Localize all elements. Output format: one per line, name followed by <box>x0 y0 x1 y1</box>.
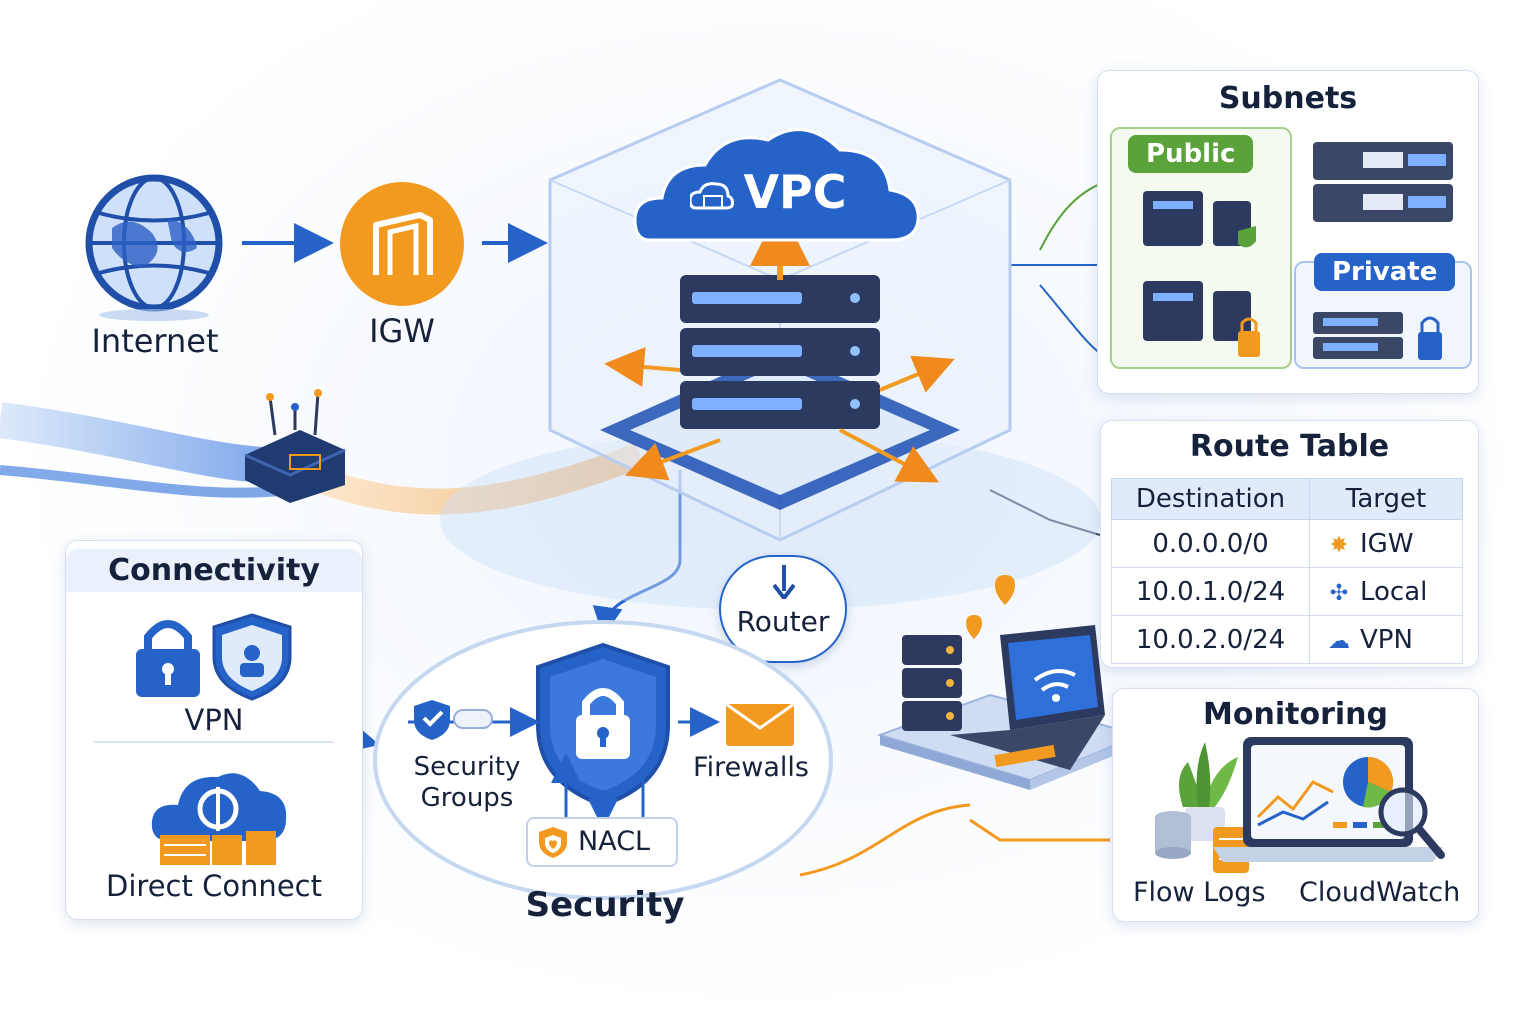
subnets-panel: Subnets Public Private <box>1097 70 1479 394</box>
vpn-lock-shield-icon <box>136 613 292 701</box>
route-destination: 0.0.0.0/0 <box>1111 519 1310 568</box>
route-destination: 10.0.1.0/24 <box>1111 567 1310 616</box>
orange-data-stream <box>315 442 645 515</box>
server-rack-icon <box>1313 142 1453 222</box>
vpc-server-stack <box>680 275 880 429</box>
nacl-label: NACL <box>578 826 651 857</box>
connectivity-title: Connectivity <box>66 549 362 592</box>
monitoring-illustration <box>1155 737 1445 873</box>
router-node[interactable]: Router <box>719 555 847 663</box>
direct-connect-icon <box>151 773 287 865</box>
private-server-icon <box>1313 312 1442 360</box>
route-destination: 10.0.2.0/24 <box>1111 615 1310 664</box>
monitoring-title: Monitoring <box>1203 697 1388 732</box>
orange-connector <box>799 803 971 877</box>
flow-logs-label: Flow Logs <box>1133 877 1266 908</box>
gateway-icon: ✸ <box>1329 532 1349 558</box>
internet-gateway-icon <box>340 182 464 306</box>
private-server-lock-icon <box>1143 281 1260 357</box>
divider <box>94 741 334 743</box>
column-target: Target <box>1309 478 1463 520</box>
cloud-server-icon <box>690 182 734 210</box>
cloudwatch-label: CloudWatch <box>1299 877 1461 908</box>
firewalls-label: Firewalls <box>693 752 809 783</box>
nacl-shield-icon <box>539 827 567 858</box>
table-row[interactable]: 10.0.2.0/24 ☁VPN <box>1111 615 1463 664</box>
vpc-route-connector <box>989 489 1101 536</box>
vpn-cloud-icon: ☁ <box>1328 628 1350 654</box>
private-subnet-tag: Private <box>1314 253 1456 291</box>
connectivity-panel: Connectivity VPN Direct Connect <box>65 540 363 920</box>
arrow-down-icon <box>773 565 795 599</box>
security-zone <box>373 620 833 900</box>
vpc-container <box>548 78 1012 542</box>
local-network-icon: ✣ <box>1329 580 1349 606</box>
globe-icon <box>85 174 223 321</box>
route-table: Destination Target 0.0.0.0/0 ✸IGW 10.0.1… <box>1111 478 1463 664</box>
router-label: Router <box>736 605 830 638</box>
route-target: ☁VPN <box>1309 615 1463 664</box>
security-group-shield-icon <box>414 700 493 740</box>
public-subnet-tag: Public <box>1128 135 1254 173</box>
table-row[interactable]: 10.0.1.0/24 ✣Local <box>1111 567 1463 616</box>
wireless-router-icon <box>244 389 346 503</box>
column-destination: Destination <box>1111 478 1310 520</box>
vpn-label: VPN <box>184 703 244 737</box>
cloud-icon <box>633 128 920 242</box>
direct-connect-label: Direct Connect <box>106 869 322 903</box>
table-row[interactable]: 0.0.0.0/0 ✸IGW <box>1111 519 1463 568</box>
subnets-title: Subnets <box>1218 81 1358 116</box>
route-table-header-row: Destination Target <box>1111 478 1463 520</box>
route-table-title: Route Table <box>1189 429 1390 464</box>
monitoring-panel: Monitoring Flow Logs CloudWatch <box>1112 688 1479 922</box>
security-title: Security <box>525 885 685 925</box>
route-target: ✸IGW <box>1309 519 1463 568</box>
nacl-box[interactable]: NACL <box>526 817 678 867</box>
route-target: ✣Local <box>1309 567 1463 616</box>
public-server-icon <box>1143 191 1256 248</box>
vpc-title: VPC <box>743 165 847 219</box>
firewall-envelope-icon <box>725 702 795 746</box>
internet-label: Internet <box>91 322 219 360</box>
igw-label: IGW <box>369 312 435 350</box>
vpc-security-connector <box>592 470 682 637</box>
